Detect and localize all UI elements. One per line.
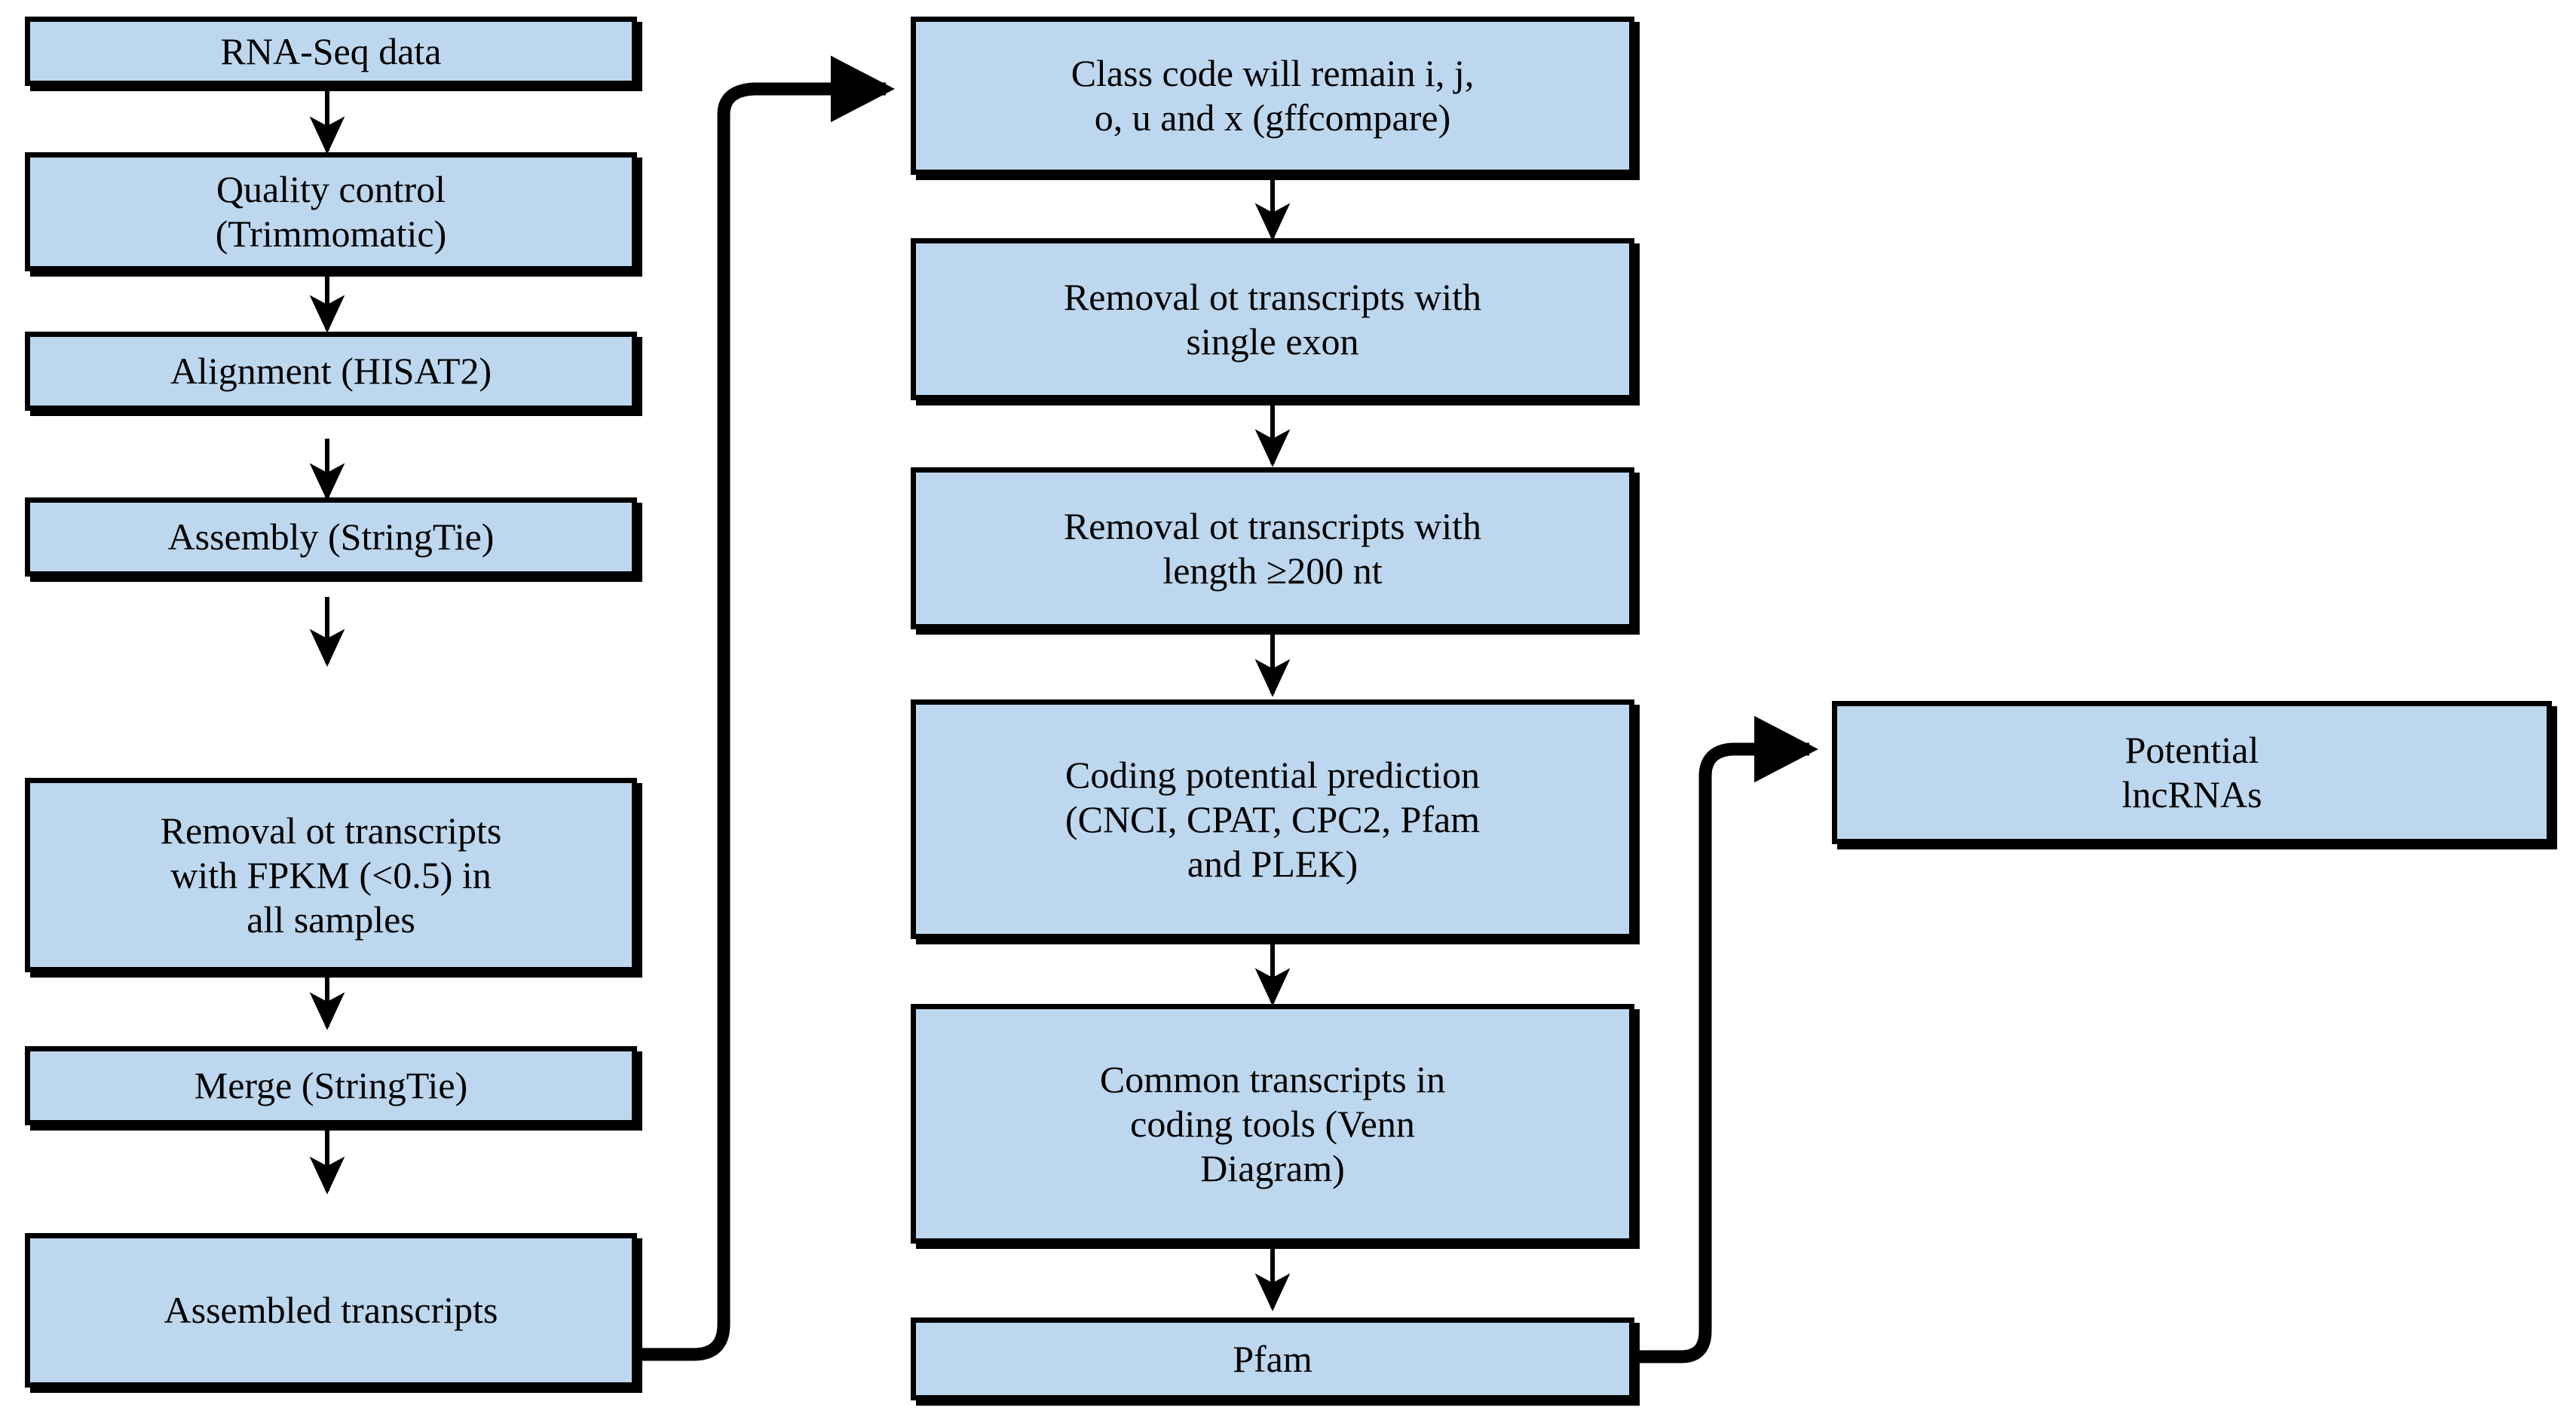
- node-pfam[interactable]: Pfam: [911, 1317, 1634, 1400]
- node-label: Removal ot transcripts with FPKM (<0.5) …: [160, 809, 502, 941]
- node-coding-potential[interactable]: Coding potential prediction (CNCI, CPAT,…: [911, 699, 1634, 939]
- node-label: Alignment (HISAT2): [170, 350, 492, 392]
- node-label: Merge (StringTie): [194, 1064, 468, 1106]
- node-assembled-transcripts[interactable]: Assembled transcripts: [25, 1233, 637, 1388]
- node-label: Removal ot transcripts with length ≥200 …: [1063, 504, 1482, 592]
- node-rna-seq-data[interactable]: RNA-Seq data: [25, 17, 637, 86]
- node-quality-control[interactable]: Quality control (Trimmomatic): [25, 152, 637, 271]
- node-label: Class code will remain i, j, o, u and x …: [1071, 52, 1475, 139]
- node-label: Potential lncRNAs: [2121, 729, 2262, 816]
- edge-assembled-transcripts-to-class-code: [636, 55, 895, 1361]
- node-removal-fpkm[interactable]: Removal ot transcripts with FPKM (<0.5) …: [25, 778, 637, 972]
- node-removal-single-exon[interactable]: Removal ot transcripts with single exon: [911, 238, 1634, 400]
- node-label: Quality control (Trimmomatic): [215, 168, 447, 255]
- node-merge[interactable]: Merge (StringTie): [25, 1046, 637, 1125]
- node-label: RNA-Seq data: [220, 29, 442, 72]
- node-common-transcripts[interactable]: Common transcripts in coding tools (Venn…: [911, 1004, 1634, 1244]
- node-label: Pfam: [1233, 1337, 1313, 1380]
- node-potential-lncrnas[interactable]: Potential lncRNAs: [1832, 701, 2552, 844]
- node-label: Common transcripts in coding tools (Venn…: [1099, 1057, 1446, 1189]
- node-label: Assembled transcripts: [164, 1289, 498, 1331]
- node-label: Assembly (StringTie): [167, 516, 495, 558]
- node-alignment[interactable]: Alignment (HISAT2): [25, 332, 637, 411]
- node-removal-length[interactable]: Removal ot transcripts with length ≥200 …: [911, 467, 1634, 629]
- node-label: Coding potential prediction (CNCI, CPAT,…: [1064, 753, 1481, 885]
- node-label: Removal ot transcripts with single exon: [1063, 275, 1482, 363]
- edge-pfam-to-potential-lncrnas: [1639, 715, 1818, 1363]
- node-class-code[interactable]: Class code will remain i, j, o, u and x …: [911, 17, 1634, 175]
- node-assembly[interactable]: Assembly (StringTie): [25, 497, 637, 577]
